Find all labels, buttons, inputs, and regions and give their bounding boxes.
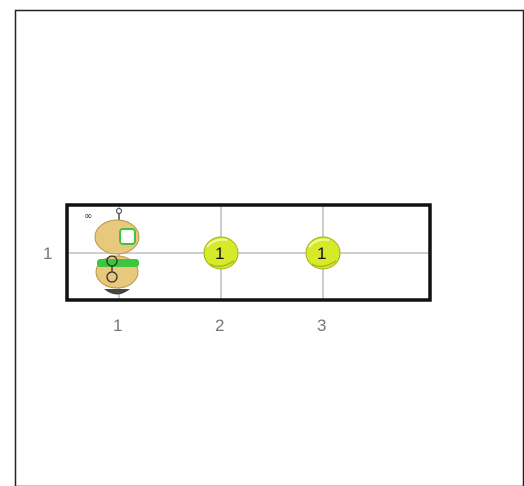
world-boundary-wall bbox=[65, 203, 432, 302]
beeper-col-2[interactable]: 1 bbox=[203, 236, 239, 270]
column-label-2: 2 bbox=[215, 316, 224, 335]
beeper-bag-label: ∞ bbox=[84, 211, 92, 222]
beeper-ball-icon bbox=[203, 236, 239, 270]
robot-base bbox=[104, 289, 130, 295]
beeper-highlight bbox=[308, 238, 330, 248]
beeper-col-3[interactable]: 1 bbox=[305, 236, 341, 270]
world-frame bbox=[14, 9, 524, 486]
beeper-shade bbox=[209, 260, 235, 268]
beeper-ball-icon bbox=[305, 236, 341, 270]
robot-face bbox=[119, 228, 136, 245]
beeper-shade bbox=[311, 260, 337, 268]
column-label-1: 1 bbox=[113, 316, 122, 335]
robot-belt bbox=[97, 259, 139, 267]
robot-antenna-tip bbox=[115, 207, 123, 215]
beeper-count: 1 bbox=[215, 244, 224, 263]
column-label-3: 3 bbox=[317, 316, 326, 335]
beeper-highlight bbox=[206, 238, 228, 248]
beeper-count: 1 bbox=[317, 244, 326, 263]
row-label-1: 1 bbox=[43, 244, 52, 263]
karel-robot-icon[interactable]: ∞ bbox=[84, 207, 140, 295]
